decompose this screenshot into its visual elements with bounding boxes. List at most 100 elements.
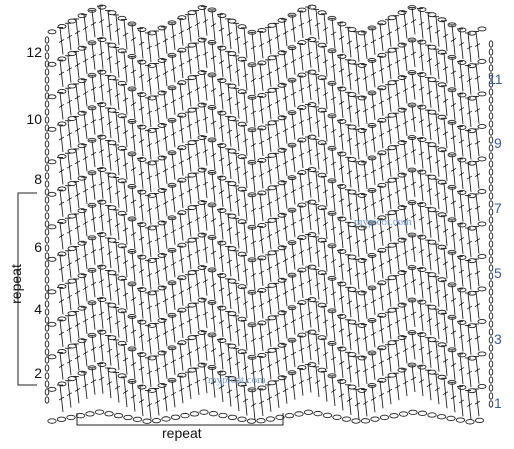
double-crochet-stitch	[242, 333, 249, 338]
chain-stitch	[437, 17, 447, 23]
chain-stitch	[197, 200, 207, 205]
double-crochet-stitch	[354, 272, 361, 277]
chain-stitch	[137, 189, 147, 195]
double-crochet-stitch	[210, 185, 217, 190]
double-crochet-stitch	[106, 88, 113, 93]
chain-stitch	[427, 412, 437, 418]
chain-stitch	[488, 56, 494, 64]
chain-stitch	[57, 284, 67, 289]
chain-stitch	[57, 56, 67, 62]
double-crochet-stitch	[122, 325, 129, 329]
chain-stitch	[117, 113, 127, 119]
double-crochet-stitch	[466, 305, 473, 310]
row-label-9: 9	[494, 135, 502, 151]
chain-stitch	[107, 237, 117, 243]
double-crochet-stitch	[66, 294, 73, 299]
double-crochet-stitch	[154, 302, 161, 307]
double-crochet-stitch	[90, 151, 97, 156]
chain-stitch	[137, 254, 147, 260]
double-crochet-stitch	[130, 134, 137, 139]
double-crochet-stitch	[106, 283, 113, 288]
double-crochet-stitch	[234, 329, 241, 333]
chain-stitch	[370, 416, 380, 422]
double-crochet-stitch	[186, 156, 193, 160]
chain-stitch	[44, 44, 50, 52]
chain-stitch	[477, 221, 487, 227]
chain-stitch	[137, 27, 147, 32]
chain-stitch	[47, 386, 57, 392]
chain-stitch	[197, 362, 207, 368]
chain-stitch	[227, 278, 237, 284]
double-crochet-stitch	[402, 348, 409, 352]
chain-stitch	[227, 343, 237, 349]
double-crochet-stitch	[250, 208, 257, 212]
double-crochet-stitch	[394, 92, 401, 97]
double-crochet-stitch	[474, 75, 481, 80]
chain-stitch	[437, 309, 447, 315]
chain-stitch	[44, 140, 50, 148]
double-crochet-stitch	[410, 311, 417, 316]
chain-stitch	[297, 267, 307, 273]
double-crochet-stitch	[202, 19, 209, 23]
double-crochet-stitch	[98, 214, 105, 218]
chain-stitch	[157, 220, 167, 226]
chain-stitch	[57, 154, 67, 159]
chain-stitch	[177, 177, 187, 183]
double-crochet-stitch	[130, 199, 137, 204]
chain-stitch	[377, 312, 387, 318]
chain-stitch	[161, 416, 171, 422]
double-crochet-stitch	[394, 352, 401, 357]
double-crochet-stitch	[210, 283, 217, 287]
double-crochet-stitch	[186, 123, 193, 128]
double-crochet-stitch	[346, 138, 353, 142]
chain-stitch	[427, 369, 437, 375]
chain-stitch	[437, 212, 447, 218]
chain-stitch	[117, 308, 127, 314]
chain-stitch	[317, 205, 327, 211]
double-crochet-stitch	[194, 249, 201, 254]
chain-stitch	[237, 219, 247, 225]
row-label-12: 12	[26, 44, 42, 60]
double-crochet-stitch	[154, 335, 161, 339]
double-crochet-stitch	[370, 39, 377, 44]
chain-stitch	[267, 152, 277, 158]
chain-stitch	[117, 243, 127, 249]
double-crochet-stitch	[58, 104, 65, 108]
double-crochet-stitch	[114, 93, 121, 97]
chain-stitch	[488, 352, 494, 360]
double-crochet-stitch	[442, 163, 449, 168]
double-crochet-stitch	[178, 127, 185, 132]
chain-stitch	[257, 60, 267, 66]
double-crochet-stitch	[194, 347, 201, 351]
double-crochet-stitch	[258, 400, 265, 405]
chain-stitch	[277, 277, 287, 283]
double-crochet-stitch	[202, 344, 209, 348]
chain-stitch	[357, 95, 367, 101]
chain-stitch	[317, 237, 327, 243]
chain-stitch	[187, 172, 197, 178]
chain-stitch	[44, 220, 50, 228]
chain-stitch	[227, 213, 237, 219]
double-crochet-stitch	[274, 229, 281, 234]
double-crochet-stitch	[242, 236, 249, 240]
double-crochet-stitch	[322, 27, 329, 31]
double-crochet-stitch	[258, 205, 265, 210]
chain-stitch	[44, 132, 50, 140]
chain-stitch	[237, 89, 247, 95]
chain-stitch	[44, 228, 50, 236]
chain-stitch	[488, 400, 494, 408]
chain-stitch	[437, 179, 447, 185]
chain-stitch	[337, 151, 347, 157]
double-crochet-stitch	[178, 322, 185, 327]
chain-stitch	[197, 135, 207, 140]
chain-stitch	[44, 180, 50, 188]
double-crochet-stitch	[410, 51, 417, 56]
chain-stitch	[117, 210, 127, 216]
double-crochet-stitch	[146, 305, 153, 310]
double-crochet-stitch	[202, 51, 209, 56]
double-crochet-stitch	[210, 23, 217, 27]
double-crochet-stitch	[146, 208, 153, 212]
double-crochet-stitch	[282, 355, 289, 360]
chain-stitch	[337, 118, 347, 124]
double-crochet-stitch	[98, 116, 105, 121]
